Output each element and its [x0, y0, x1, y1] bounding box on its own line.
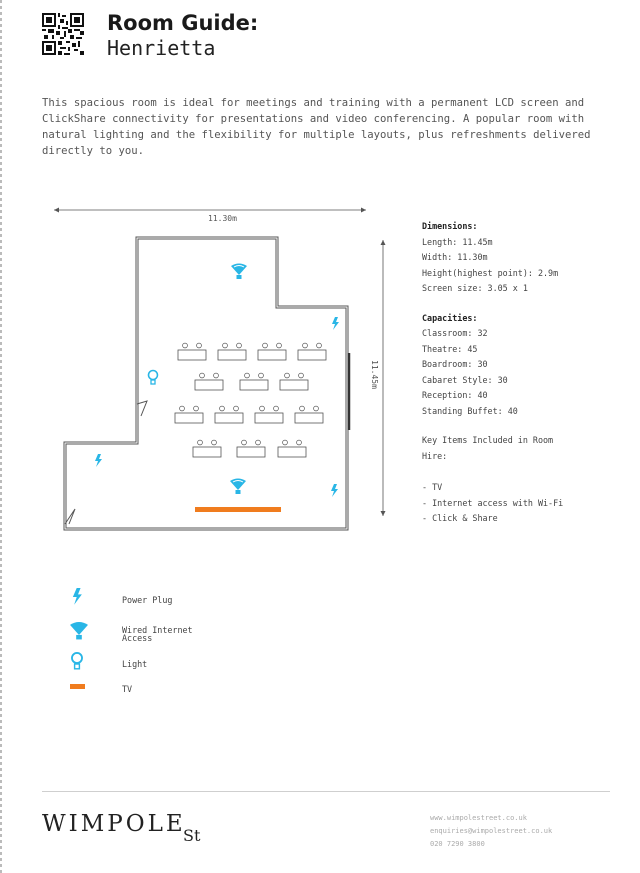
- length-label: 11.45m: [370, 360, 379, 389]
- room-details: Dimensions: Length: 11.45m Width: 11.30m…: [422, 219, 612, 541]
- capacity-item: Classroom: 32: [422, 328, 488, 338]
- title-heading: Room Guide:: [107, 11, 259, 35]
- brand-mark: St: [183, 826, 201, 845]
- page-edge: [0, 0, 2, 873]
- brand-logo: WIMPOLE St: [42, 803, 212, 851]
- capacities-block: Capacities: Classroom: 32 Theatre: 45 Bo…: [422, 311, 612, 420]
- key-items-heading: Key Items Included in Room Hire:: [422, 435, 554, 461]
- door-lower: [64, 508, 76, 525]
- contact-details: www.wimpolestreet.co.uk enquiries@wimpol…: [430, 812, 552, 851]
- wired-internet-icon: [70, 622, 88, 640]
- capacity-item: Reception: 40: [422, 390, 488, 400]
- room-name: Henrietta: [107, 36, 216, 60]
- dimensions-block: Dimensions: Length: 11.45m Width: 11.30m…: [422, 219, 612, 297]
- dimension-item: Length: 11.45m: [422, 236, 493, 247]
- page-title: Room Guide: Henrietta: [107, 10, 258, 60]
- footer-divider: [42, 791, 610, 792]
- width-dimension: 11.30m: [54, 207, 366, 223]
- key-item: - Internet access with Wi-Fi: [422, 497, 564, 508]
- legend-item-wired-internet: Wired Internet Access: [70, 622, 330, 646]
- legend-label: Light: [122, 659, 148, 669]
- dimensions-heading: Dimensions:: [422, 221, 478, 231]
- dimension-item: Screen size: 3.05 x 1: [422, 283, 528, 293]
- capacity-item: Boardroom: 30: [422, 359, 488, 369]
- legend-item-light: Light: [70, 652, 330, 676]
- key-item: - Click & Share: [422, 513, 498, 523]
- wimpole-logo: WIMPOLE St: [42, 811, 201, 845]
- power-plug-icon: [72, 588, 82, 605]
- capacity-item: Theatre: 45: [422, 343, 478, 354]
- legend-item-tv: TV: [70, 680, 330, 704]
- brand-name: WIMPOLE: [42, 811, 186, 837]
- dimension-item: Height(highest point): 2.9m: [422, 267, 559, 278]
- key-item: - TV: [422, 482, 443, 492]
- tv-marker: [195, 507, 281, 512]
- capacities-heading: Capacities:: [422, 312, 478, 323]
- capacity-item: Standing Buffet: 40: [422, 405, 518, 416]
- intro-paragraph: This spacious room is ideal for meetings…: [42, 97, 591, 157]
- light-icon: [71, 652, 83, 670]
- legend-label: TV: [122, 684, 133, 694]
- width-label: 11.30m: [208, 214, 237, 223]
- capacity-item: Cabaret Style: 30: [422, 374, 508, 385]
- length-dimension: 11.45m: [370, 240, 386, 516]
- floor-plan: 11.30m 11.45m: [54, 207, 386, 531]
- legend-item-power-plug: Power Plug: [70, 588, 330, 612]
- dimension-item: Width: 11.30m: [422, 252, 488, 262]
- door-upper: [136, 400, 148, 417]
- phone-number: 020 7290 3800: [430, 840, 485, 848]
- qr-code: [42, 13, 84, 55]
- tv-icon: [70, 684, 85, 689]
- legend-label: Power Plug: [122, 595, 173, 605]
- website-link[interactable]: www.wimpolestreet.co.uk: [430, 814, 527, 822]
- key-items-block: Key Items Included in Room Hire: - TV - …: [422, 433, 612, 527]
- legend-label: Wired Internet Access: [122, 625, 193, 643]
- email-link[interactable]: enquiries@wimpolestreet.co.uk: [430, 827, 553, 835]
